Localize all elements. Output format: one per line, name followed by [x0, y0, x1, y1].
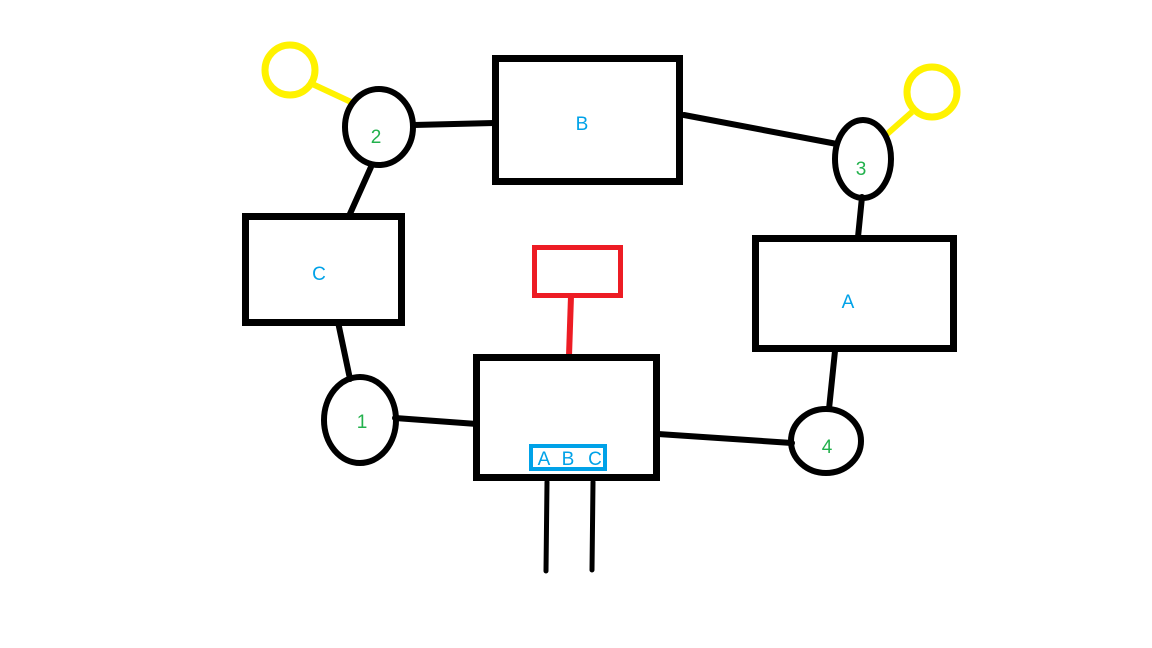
- edge-ellipse1-rectCenter: [392, 415, 480, 427]
- label-ellipse-2: 2: [371, 127, 382, 148]
- node-ellipse-2: [342, 86, 416, 168]
- leg-line-left: [543, 479, 550, 574]
- node-ellipse-1: [321, 374, 399, 466]
- label-rect-a: A: [842, 292, 855, 313]
- edge-ellipse4-rectCenter: [655, 431, 795, 446]
- label-ellipse-4: 4: [822, 437, 833, 458]
- node-rect-center: [473, 354, 660, 481]
- edge-yellow-ring-left: [306, 79, 353, 105]
- abc-box-label-b: B: [562, 449, 575, 470]
- node-rect-c: [242, 213, 405, 326]
- edge-ellipse2-rectC: [346, 164, 374, 219]
- yellow-ring-right: [903, 63, 961, 121]
- node-ellipse-4: [788, 406, 864, 476]
- label-rect-b: B: [576, 114, 589, 135]
- yellow-ring-left: [261, 41, 319, 99]
- edge-ellipse2-rectB: [411, 120, 497, 128]
- abc-box-label-a: A: [538, 449, 551, 470]
- edge-rectC-ellipse1: [335, 319, 353, 382]
- edge-yellow-ring-right: [884, 109, 914, 138]
- node-rect-red: [532, 245, 623, 298]
- edge-rectB-ellipse3: [681, 112, 840, 147]
- label-ellipse-1: 1: [357, 412, 368, 433]
- abc-port-box: [529, 444, 607, 471]
- label-rect-c: C: [312, 264, 326, 285]
- node-ellipse-3: [832, 117, 894, 201]
- edge-redbox-rectCenter: [566, 295, 574, 357]
- abc-box-label-c: C: [588, 449, 602, 470]
- node-rect-a: [752, 235, 957, 352]
- edge-ellipse3-rectA: [855, 194, 865, 240]
- label-ellipse-3: 3: [856, 159, 867, 180]
- node-rect-b: [492, 55, 683, 185]
- leg-line-right: [589, 479, 596, 573]
- edge-rectA-ellipse4: [826, 348, 838, 412]
